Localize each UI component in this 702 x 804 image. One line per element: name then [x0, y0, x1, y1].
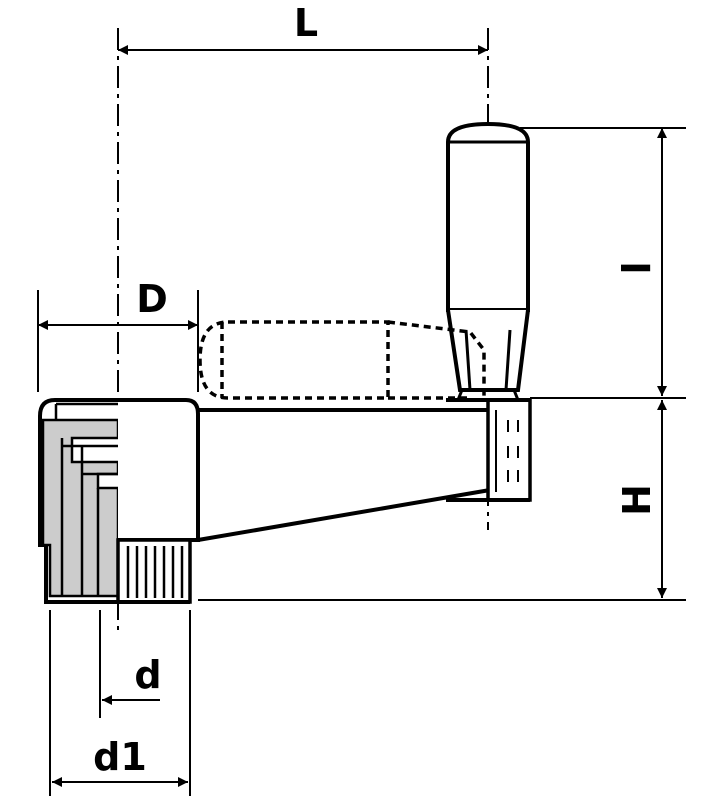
handle-neck — [446, 309, 530, 392]
handle-spindle — [455, 329, 521, 402]
folded-handle-position — [198, 320, 486, 400]
dimensions — [37, 45, 686, 796]
hub-top-notch — [54, 402, 118, 420]
dim-l-label: l — [615, 261, 659, 274]
dim-H-label: H — [615, 484, 659, 516]
boss-hatching — [495, 410, 519, 492]
handle-grip — [446, 121, 530, 312]
revolving-handle — [446, 121, 530, 402]
dim-d-label: d — [134, 653, 161, 697]
hub-body — [118, 398, 200, 542]
dim-D-label: D — [136, 277, 168, 321]
hub — [38, 398, 200, 604]
arm-outline — [197, 408, 491, 542]
crank-arm — [197, 408, 491, 542]
folded-neck — [387, 320, 486, 400]
dim-L-label: L — [294, 1, 318, 45]
hub-bore-steps — [60, 438, 118, 596]
handle-boss — [446, 398, 532, 502]
folded-grip — [198, 320, 390, 400]
hub-knurl — [126, 546, 184, 598]
dim-d1-label: d1 — [93, 735, 147, 779]
